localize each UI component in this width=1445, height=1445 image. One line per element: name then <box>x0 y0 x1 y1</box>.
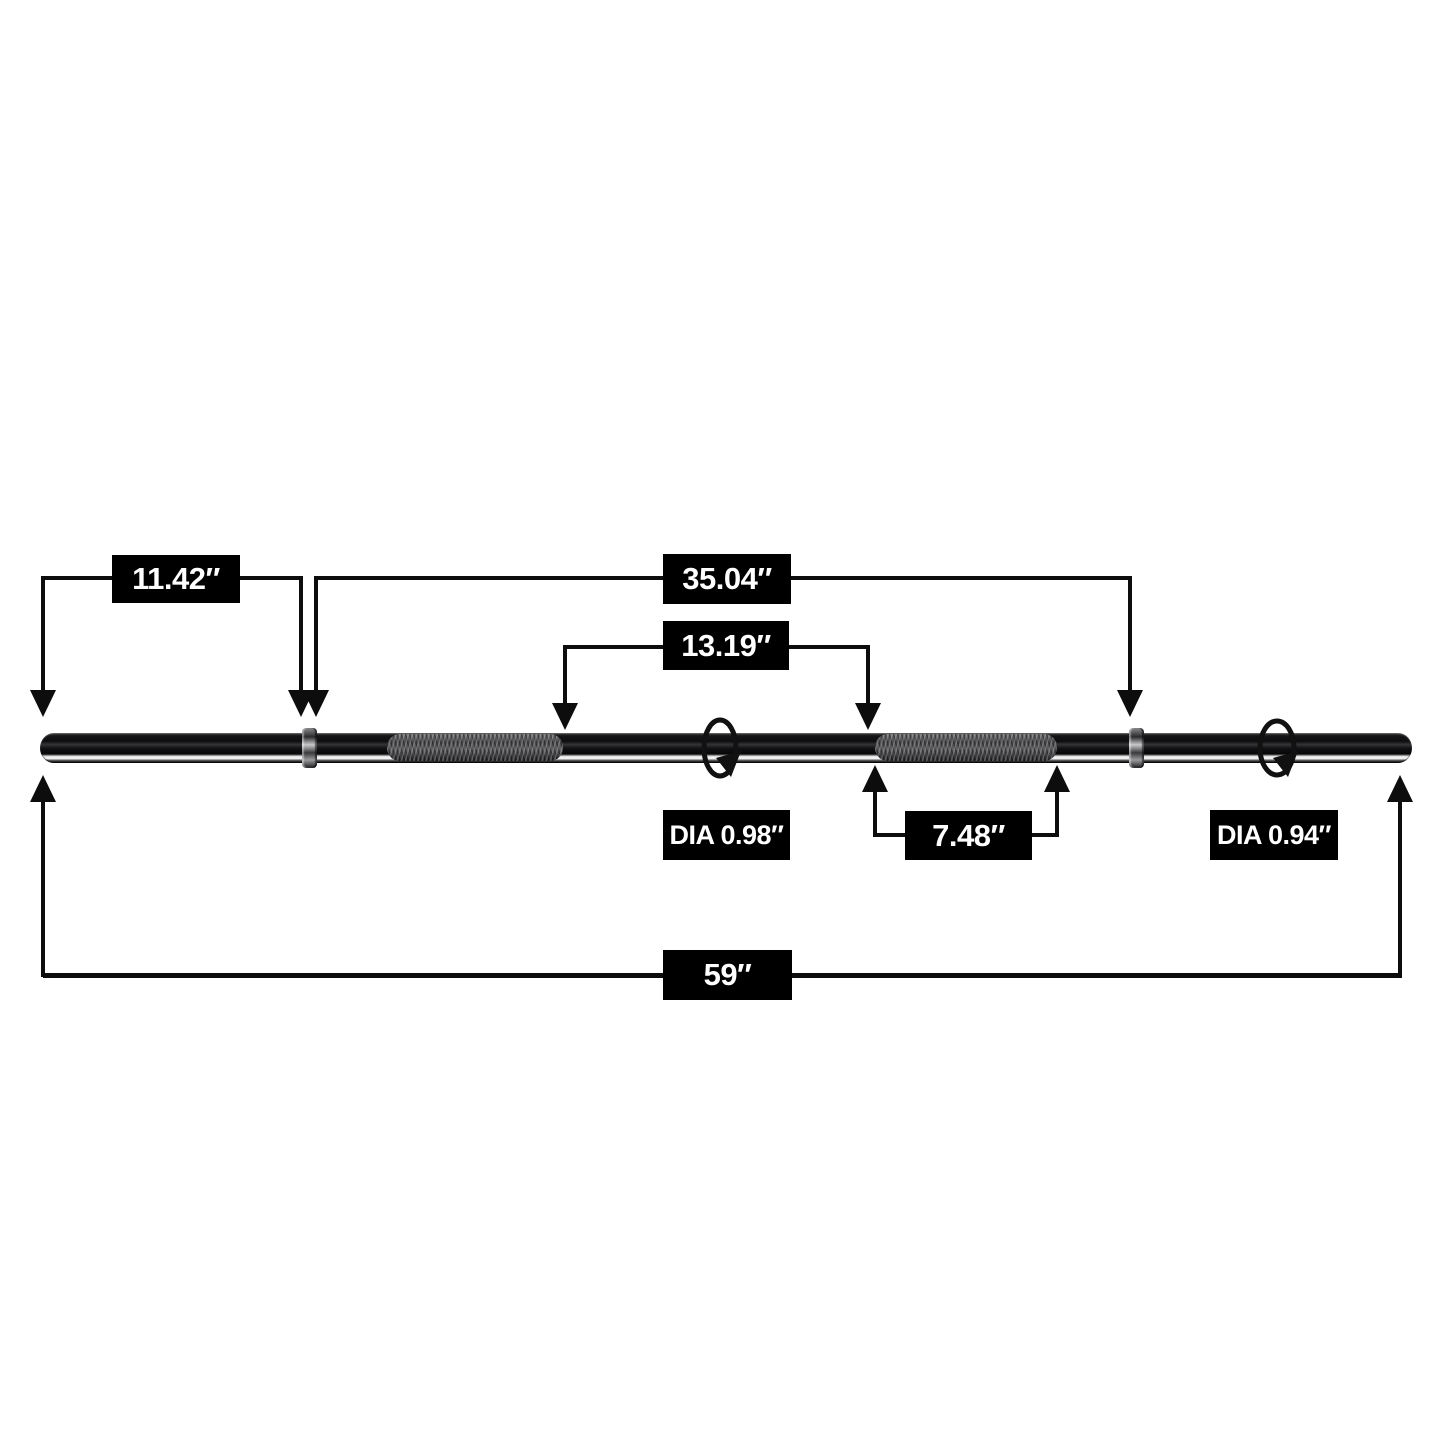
knurl-section-left <box>387 734 563 761</box>
rotation-arrow-icon <box>701 717 741 779</box>
diameter-label-sleeve: DIA 0.94″ <box>1210 810 1338 860</box>
dimension-label-overall-length: 59″ <box>663 950 792 1000</box>
dimension-line <box>1128 576 1132 692</box>
dimension-label-center-section: 13.19″ <box>663 621 789 670</box>
diameter-label-shaft: DIA 0.98″ <box>663 810 790 860</box>
dimension-line <box>299 576 303 692</box>
dimension-value: DIA 0.98″ <box>669 819 784 850</box>
arrow-down-icon <box>30 690 56 717</box>
arrow-down-icon <box>855 703 881 730</box>
dimension-value: 13.19″ <box>681 627 771 663</box>
arrow-up-icon <box>862 765 888 792</box>
dimension-label-between-collars: 35.04″ <box>663 554 791 604</box>
dimension-line <box>866 645 870 705</box>
dimension-line <box>1055 791 1059 837</box>
arrow-down-icon <box>1117 690 1143 717</box>
arrow-down-icon <box>552 703 578 730</box>
dimension-line <box>41 799 45 977</box>
dimension-line <box>875 833 905 837</box>
collar-ring-left <box>302 728 317 768</box>
rotation-arrow-icon <box>1257 718 1298 778</box>
collar-ring-right <box>1129 728 1144 768</box>
arrow-up-icon <box>30 775 56 802</box>
dimension-line <box>314 576 318 692</box>
dimension-line <box>41 576 45 692</box>
dimension-value: 59″ <box>703 957 752 992</box>
dimension-line <box>1032 833 1059 837</box>
dimension-label-left-sleeve: 11.42″ <box>112 555 240 603</box>
dimension-value: DIA 0.94″ <box>1217 819 1331 850</box>
arrow-down-icon <box>303 690 329 717</box>
dimension-value: 11.42″ <box>132 561 220 596</box>
dimension-line <box>1398 799 1402 977</box>
arrow-up-icon <box>1044 765 1070 792</box>
dimension-line <box>873 791 877 837</box>
dimension-value: 35.04″ <box>682 561 772 596</box>
dimension-line <box>563 645 567 705</box>
knurl-section-right <box>875 734 1057 761</box>
dimension-label-grip-knurl: 7.48″ <box>905 811 1032 860</box>
dimension-value: 7.48″ <box>932 817 1005 853</box>
arrow-up-icon <box>1387 775 1413 802</box>
